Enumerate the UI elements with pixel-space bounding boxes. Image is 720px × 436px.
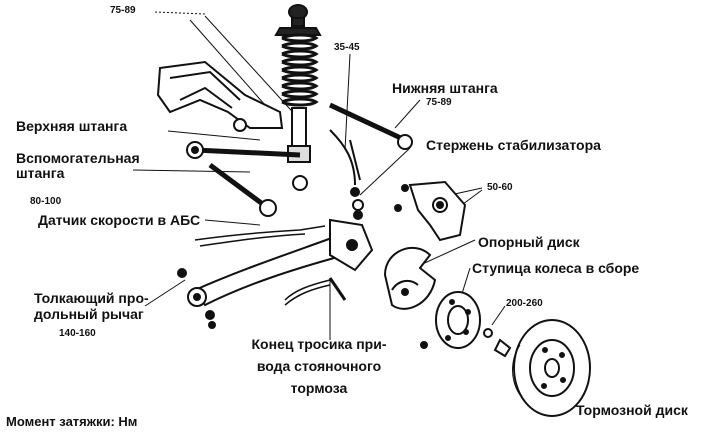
coil-spring-shock xyxy=(274,4,322,191)
torque-trailing-arm: 140-160 xyxy=(59,328,96,339)
brake-caliper xyxy=(394,180,467,242)
label-support-disc: Опорный диск xyxy=(478,234,580,250)
label-trailing-arm-line2: дольный рычаг xyxy=(34,306,144,322)
torque-caliper: 50-60 xyxy=(487,182,513,193)
subframe xyxy=(156,60,284,132)
label-aux-rod-line1: Вспомогательная xyxy=(16,150,140,166)
label-lower-rod: Нижняя штанга xyxy=(392,80,498,96)
abs-sensor-cable xyxy=(194,225,326,247)
label-abs-sensor: Датчик скорости в АБС xyxy=(38,212,201,228)
label-brake-disc: Тормозной диск xyxy=(576,402,688,418)
upper-rod xyxy=(186,141,301,159)
label-cable-end-line2: вода стояночного xyxy=(256,358,382,374)
parking-brake-cable xyxy=(284,277,347,306)
torque-shock-mount: 35-45 xyxy=(334,42,360,53)
knuckle xyxy=(329,218,374,272)
stabilizer-rod xyxy=(329,129,364,220)
torque-lower-rod: 75-89 xyxy=(426,97,452,108)
label-cable-end-line3: тормоза xyxy=(290,380,348,396)
label-stabilizer-rod: Стержень стабилизатора xyxy=(426,137,601,153)
trailing-arm xyxy=(177,233,362,329)
label-hub-assembly: Ступица колеса в сборе xyxy=(472,260,640,276)
leader-lines xyxy=(132,11,571,411)
label-upper-rod: Верхняя штанга xyxy=(16,118,128,134)
support-disc xyxy=(383,246,437,310)
torque-units-note: Момент затяжки: Нм xyxy=(6,414,138,429)
torque-top: 75-89 xyxy=(110,5,136,16)
torque-hub: 200-260 xyxy=(506,298,543,309)
hub-assembly xyxy=(420,291,512,358)
brake-disc xyxy=(512,319,591,417)
label-aux-rod-line2: штанга xyxy=(16,165,65,181)
label-cable-end-line1: Конец тросика при- xyxy=(251,336,387,352)
label-trailing-arm-line1: Толкающий про- xyxy=(34,290,149,306)
auxiliary-rod xyxy=(208,162,277,217)
lower-rod xyxy=(328,102,413,181)
torque-upper-left: 80-100 xyxy=(30,196,62,207)
